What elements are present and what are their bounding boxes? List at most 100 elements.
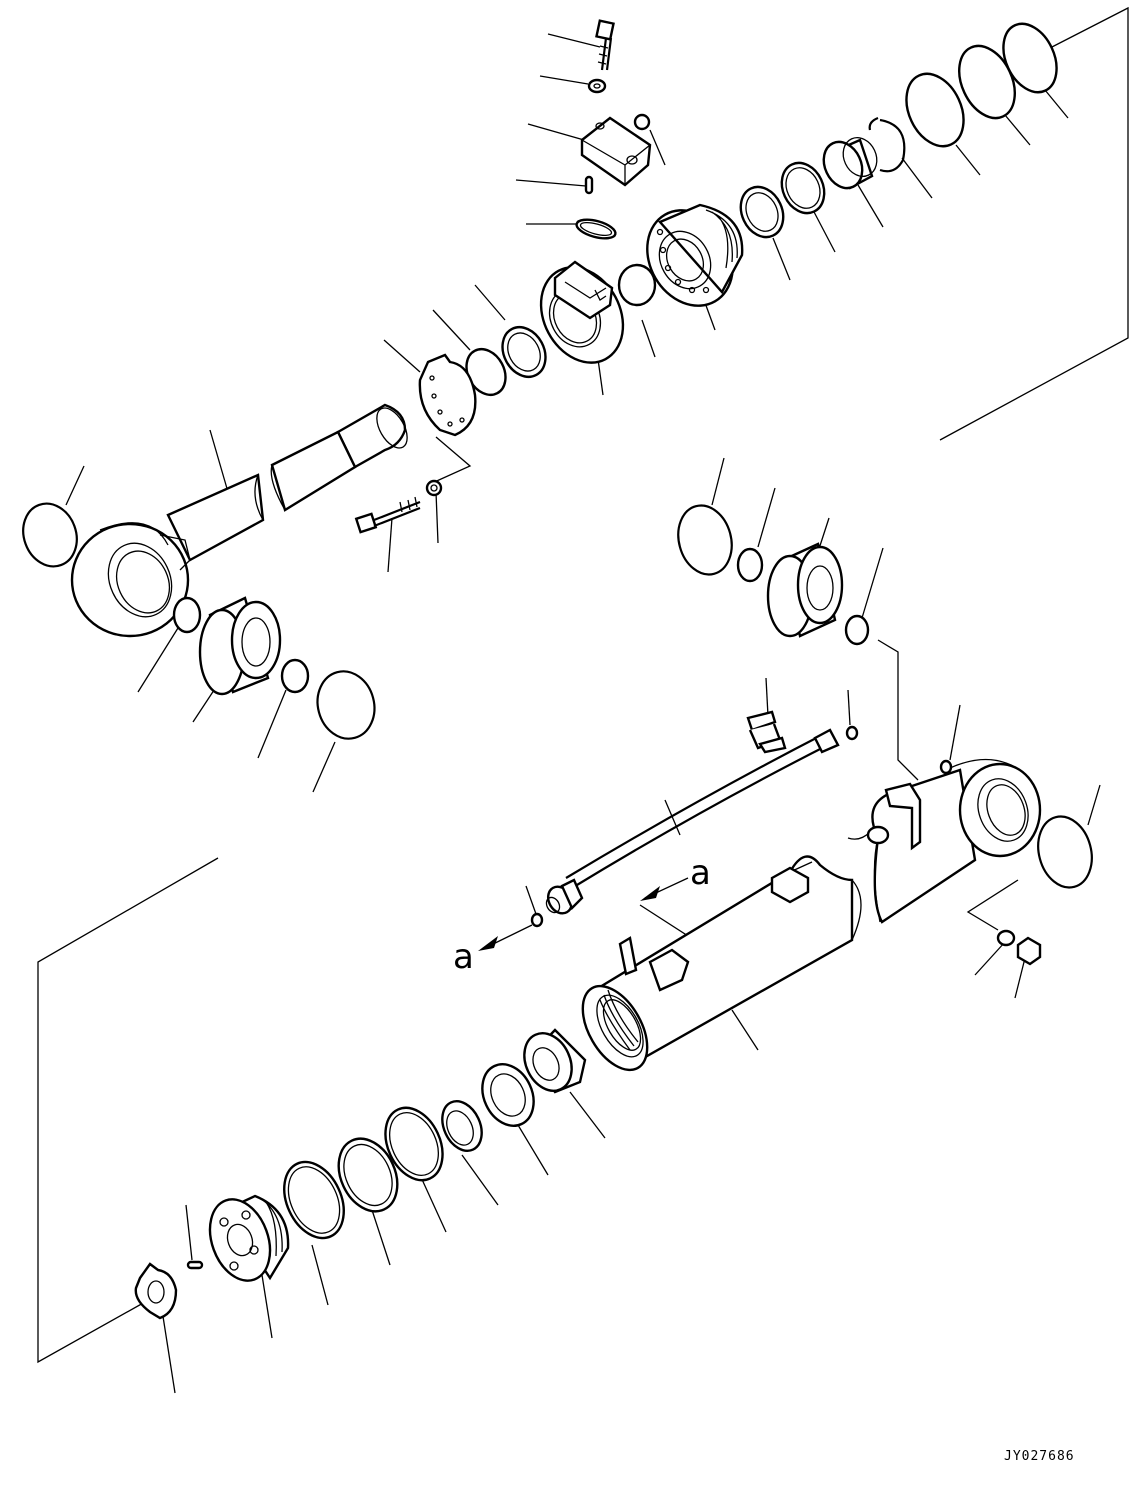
piston-group xyxy=(134,1028,587,1320)
leader-bushing-ring xyxy=(772,237,791,281)
elbow-fitting xyxy=(746,710,787,754)
snap-ring-left xyxy=(22,502,78,568)
leader-oring-pipe xyxy=(525,885,537,915)
lock-plate xyxy=(418,353,477,437)
seal-b xyxy=(1002,22,1058,94)
washer-nut xyxy=(996,929,1016,947)
oring-rod-2 xyxy=(280,658,310,694)
leader-ring-left xyxy=(65,465,85,506)
leader-nut xyxy=(1014,957,1026,999)
leader-pin-piston xyxy=(185,1204,193,1261)
plug xyxy=(633,113,651,131)
oring-oval-inner xyxy=(579,221,613,237)
group-frame-lines xyxy=(37,6,1129,1364)
frame-line-rod-bolts xyxy=(429,436,472,485)
wiper-ring xyxy=(501,325,547,379)
collar xyxy=(539,260,625,364)
leader-cushion-ring xyxy=(461,1154,499,1206)
leader-washer-nut xyxy=(974,941,1006,976)
leader-piston-seal xyxy=(371,1209,391,1266)
leader-spacer-ring xyxy=(514,1119,549,1176)
bolt-rod xyxy=(354,496,421,534)
pipe-group xyxy=(478,710,859,951)
pipe-line xyxy=(571,744,829,889)
leader-oring-rod-2 xyxy=(257,689,287,759)
cylinder-tube xyxy=(581,758,1042,1072)
bushing-rod xyxy=(198,596,282,696)
leader-pipe xyxy=(664,799,681,836)
view-arrow-lower xyxy=(478,924,533,951)
leader-elbow xyxy=(765,677,769,717)
piston-nut xyxy=(523,1028,587,1094)
oring-rod xyxy=(172,596,202,634)
cushion-ring xyxy=(441,1100,483,1152)
valve-block xyxy=(580,116,652,187)
leader-valve-block xyxy=(527,123,585,141)
leader-wiper xyxy=(474,284,506,321)
drawing-code: JY027686 xyxy=(1004,1449,1075,1464)
view-marker-upper: a xyxy=(690,853,711,893)
bushing-right xyxy=(766,542,844,638)
oring-right xyxy=(736,547,764,583)
oring-pipe xyxy=(530,912,544,928)
leader-seal-b xyxy=(1044,89,1069,119)
pin-piston xyxy=(186,1260,204,1270)
leader-lines xyxy=(65,33,1101,1394)
washer-rod xyxy=(425,479,443,497)
leader-bolt xyxy=(547,33,601,48)
cylinder-head xyxy=(646,203,744,307)
leader-snap-ring-right xyxy=(711,457,725,506)
leader-plug xyxy=(649,129,666,166)
leader-snap-ring-head xyxy=(432,309,471,351)
leader-piston xyxy=(261,1274,273,1339)
leader-oring-rod xyxy=(137,627,179,693)
snap-ring-upper xyxy=(879,118,906,173)
upper-head-assembly xyxy=(22,19,1058,740)
right-bushing-group xyxy=(677,504,870,646)
lock-washer xyxy=(134,1262,178,1320)
frame-line-lower-left xyxy=(37,857,219,1364)
bushing-cylinder xyxy=(822,137,878,190)
view-arrow-upper xyxy=(640,877,689,901)
leader-piston-nut xyxy=(569,1091,606,1139)
leader-bushing xyxy=(857,184,884,228)
washer-top-hole xyxy=(593,83,601,89)
oring-tube xyxy=(939,759,953,775)
leader-washer xyxy=(539,75,589,85)
nut xyxy=(1016,936,1042,966)
frame-line-bushing xyxy=(877,639,919,781)
leader-bolt-rod xyxy=(387,517,393,573)
leader-wear-ring xyxy=(311,1244,329,1306)
leader-oring-right-2 xyxy=(861,547,884,619)
piston-rod xyxy=(166,403,408,562)
pipe-nut-left xyxy=(545,878,584,915)
leader-rod xyxy=(209,429,229,493)
leader-seal-a xyxy=(1004,114,1031,146)
tube-stud xyxy=(866,825,890,845)
tube-port xyxy=(618,936,638,976)
tube-bracket xyxy=(884,782,922,851)
frame-line-nuts xyxy=(966,879,1019,931)
bushing-ring-thick xyxy=(739,185,785,239)
oring-elbow xyxy=(845,725,859,741)
leader-lock-plate xyxy=(383,339,421,373)
leader-oring-small xyxy=(641,319,656,358)
snap-ring-rod-2 xyxy=(316,670,376,740)
oring-right-2 xyxy=(844,614,870,646)
leader-snap-ring xyxy=(901,157,933,199)
oring-oval xyxy=(575,218,617,240)
lock-washer-hole xyxy=(147,1280,165,1304)
leader-backup-ring xyxy=(955,144,981,176)
socket-bolt xyxy=(595,19,615,71)
snap-ring-tube xyxy=(1037,815,1093,889)
frame-line-upper-right xyxy=(939,6,1129,441)
washer-top xyxy=(587,78,607,94)
leader-lock-washer xyxy=(161,1309,176,1394)
pipe-nut-right xyxy=(813,728,840,754)
leader-seal-ring xyxy=(812,209,836,253)
view-marker-lower: a xyxy=(453,937,474,977)
leader-oring-right xyxy=(757,487,776,548)
piston xyxy=(208,1194,290,1282)
rod-eye xyxy=(70,522,191,638)
